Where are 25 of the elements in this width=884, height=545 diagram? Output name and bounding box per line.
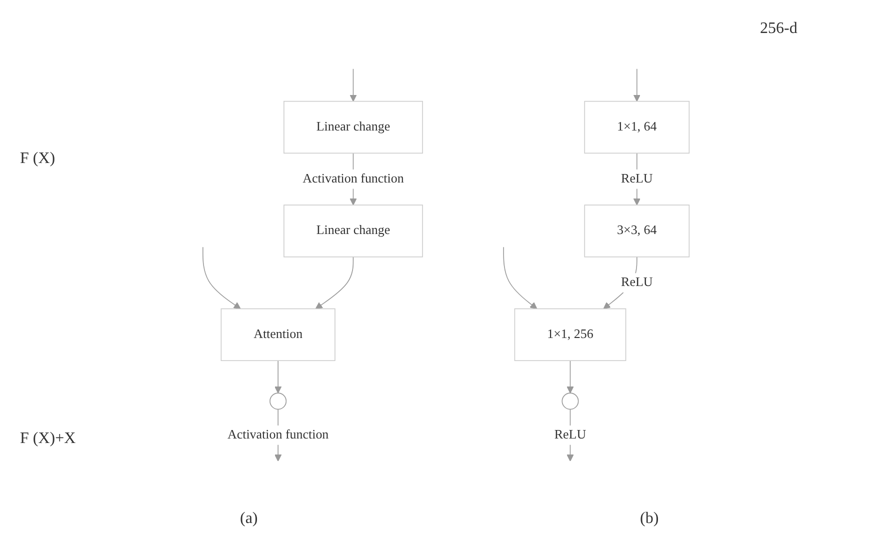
edge-label: ReLU [554,428,586,442]
node-box: Linear change [284,100,424,154]
node-box: Attention [220,308,336,362]
annotation: 256-d [760,20,798,38]
arrow [316,256,354,310]
edge-label: ReLU [621,172,653,186]
node-circle [270,392,287,410]
node-box: Linear change [284,204,424,258]
edge-label: Activation function [302,172,404,186]
arrow [503,246,538,310]
edge-label: ReLU [621,276,653,290]
panel-caption: (b) [640,510,659,528]
node-box: 1×1, 256 [514,308,626,362]
annotation: F (X)+X [20,430,76,448]
arrow [566,360,574,394]
node-box: 3×3, 64 [584,204,690,258]
panel-caption: (a) [240,510,258,528]
node-circle [562,392,579,410]
arrow [202,246,241,310]
arrow [634,68,641,102]
annotation: F (X) [20,150,56,168]
edge-label: Activation function [228,428,329,442]
arrow [350,68,357,102]
arrow [274,360,282,394]
node-box: 1×1, 64 [584,100,690,154]
